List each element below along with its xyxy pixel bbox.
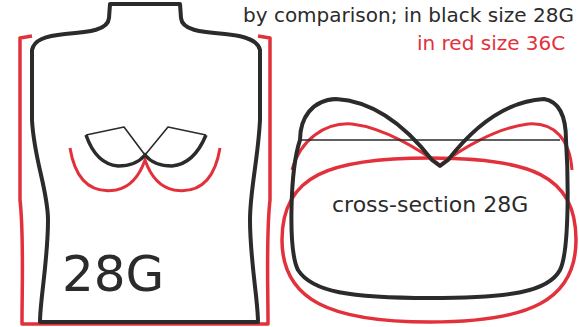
size-label: 28G (62, 246, 164, 304)
cross-section-figure: cross-section 28G (276, 95, 579, 327)
cross-section-28g (291, 99, 567, 298)
torso-figure: 28G (0, 0, 280, 327)
bra-cups (86, 127, 206, 155)
cups-36c (292, 124, 572, 170)
cross-section-label: cross-section 28G (332, 192, 528, 217)
red-size-note: in red size 36C (417, 32, 565, 55)
torso-28g-outline (32, 4, 260, 322)
comparison-note: by comparison; in black size 28G (243, 4, 574, 27)
torso-36c-outline (20, 36, 270, 324)
cup-lines (300, 139, 560, 141)
underwire-28g (86, 135, 206, 166)
